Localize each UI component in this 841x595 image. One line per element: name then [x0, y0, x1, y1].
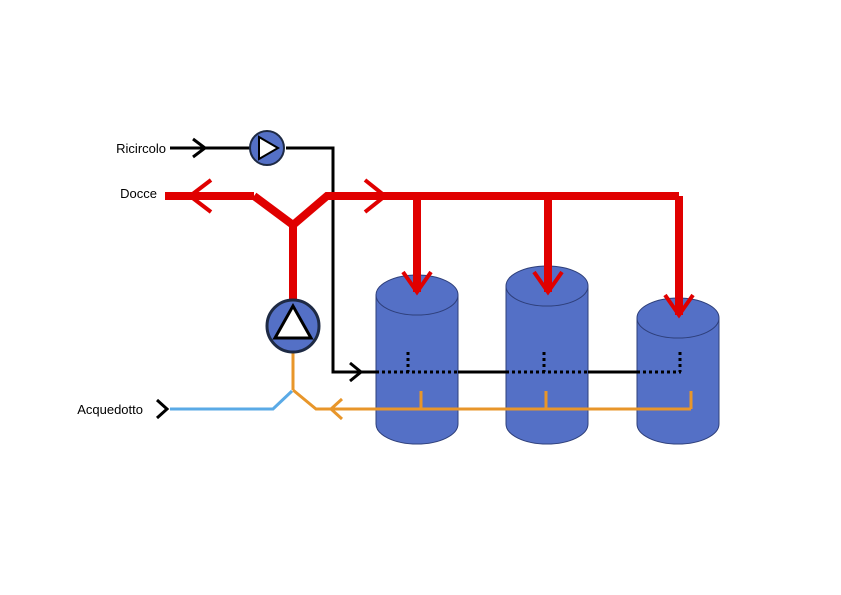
tank-1-inlet-arrow — [401, 270, 433, 296]
tank-3-inlet-arrow — [663, 293, 695, 319]
ricircolo-inlet-chevron — [192, 137, 208, 159]
acquedotto-line — [155, 389, 294, 420]
main-pump-icon — [265, 298, 321, 354]
tank-1 — [375, 274, 459, 445]
recirculation-line — [170, 137, 682, 383]
recirc-arrow-tank-chevron — [349, 361, 364, 383]
label-ricircolo: Ricircolo — [116, 141, 166, 156]
hot-water-forward-arrow — [363, 178, 389, 214]
label-docce: Docce — [120, 186, 157, 201]
tank-2-inlet-arrow — [532, 270, 564, 296]
docce-outlet-arrow — [186, 178, 213, 214]
mixed-return-line — [291, 352, 693, 421]
return-arrow-chevron — [328, 397, 344, 421]
hot-water-line — [165, 178, 695, 319]
recirc-pump-icon — [249, 130, 285, 166]
label-acquedotto: Acquedotto — [77, 402, 143, 417]
acquedotto-inlet-chevron — [155, 398, 170, 420]
